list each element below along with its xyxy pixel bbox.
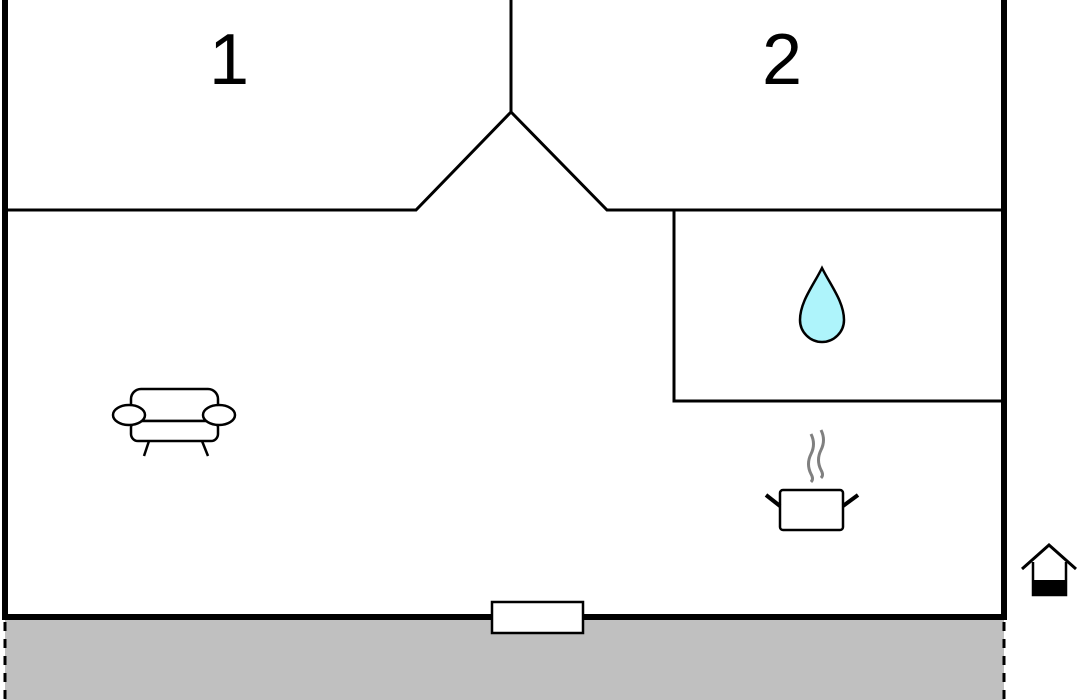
door-opening [490, 600, 585, 635]
room-label-2: 2 [762, 20, 802, 100]
bathroom-wall [672, 210, 1002, 403]
hallway-wall [7, 109, 1002, 212]
water-drop-icon [798, 265, 846, 344]
interior-walls [7, 0, 1002, 403]
cooking-pot-icon [764, 429, 860, 532]
house-entrance-icon [1021, 542, 1077, 597]
room-label-1: 1 [209, 20, 249, 100]
sofa-icon [111, 387, 237, 457]
outer-walls [2, 0, 1007, 620]
